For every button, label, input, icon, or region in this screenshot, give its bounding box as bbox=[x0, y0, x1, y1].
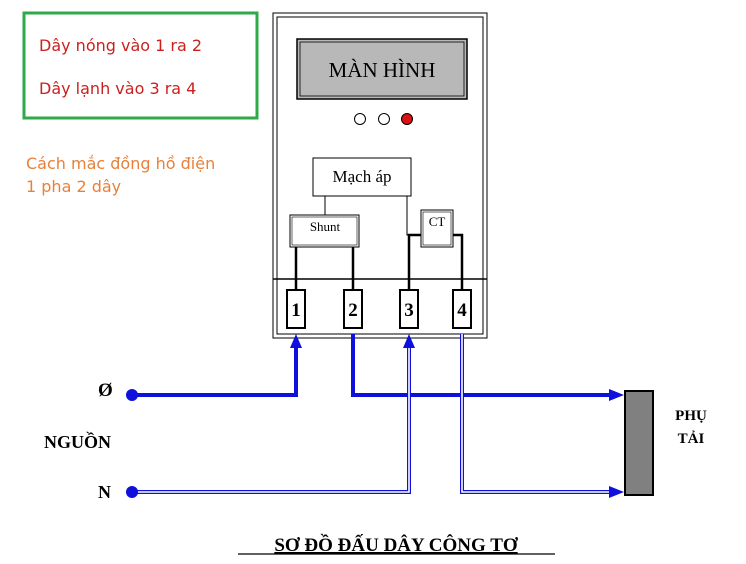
neutral-wire bbox=[126, 334, 624, 498]
diagram-title: SƠ ĐỒ ĐẤU DÂY CÔNG TƠ bbox=[274, 534, 519, 556]
internal-wiring bbox=[294, 196, 464, 290]
ct-label: CT bbox=[429, 214, 446, 229]
source-label: NGUỒN bbox=[44, 431, 111, 452]
voltage-circuit-label: Mạch áp bbox=[332, 167, 391, 186]
phase-wire bbox=[126, 334, 624, 401]
shunt-box: Shunt bbox=[289, 214, 360, 248]
terminal-1 bbox=[286, 289, 306, 329]
ct-box: CT bbox=[420, 209, 454, 248]
caption-line-1: Cách mắc đồng hồ điện bbox=[26, 154, 215, 173]
terminal-block: 1 2 3 4 bbox=[286, 289, 472, 329]
indicator-light-2 bbox=[378, 113, 390, 125]
legend-line-2: Dây lạnh vào 3 ra 4 bbox=[39, 79, 196, 98]
voltage-circuit-box: Mạch áp bbox=[312, 157, 412, 197]
phase-label: Ø bbox=[98, 380, 113, 401]
terminal-3-label: 3 bbox=[404, 300, 414, 321]
indicator-light-1 bbox=[354, 113, 366, 125]
terminal-3 bbox=[399, 289, 419, 329]
indicator-light-red bbox=[401, 113, 413, 125]
phase-source-dot bbox=[126, 389, 138, 401]
neutral-source-dot bbox=[126, 486, 138, 498]
terminal-2-label: 2 bbox=[348, 300, 358, 321]
load-label-line-2: TẢI bbox=[678, 430, 705, 447]
terminal-1-label: 1 bbox=[291, 300, 301, 321]
shunt-label: Shunt bbox=[310, 219, 341, 234]
terminal-4-label: 4 bbox=[457, 300, 467, 321]
legend-line-1: Dây nóng vào 1 ra 2 bbox=[39, 36, 202, 55]
meter-display: MÀN HÌNH bbox=[296, 38, 468, 100]
load-resistor: PHỤ TẢI bbox=[624, 390, 707, 496]
caption-line-2: 1 pha 2 dây bbox=[26, 177, 121, 196]
legend-box: Dây nóng vào 1 ra 2 Dây lạnh vào 3 ra 4 bbox=[22, 11, 259, 120]
terminal-4 bbox=[452, 289, 472, 329]
neutral-label: N bbox=[98, 482, 111, 502]
load-label-line-1: PHỤ bbox=[675, 408, 707, 424]
display-label: MÀN HÌNH bbox=[329, 58, 436, 82]
terminal-2 bbox=[343, 289, 363, 329]
